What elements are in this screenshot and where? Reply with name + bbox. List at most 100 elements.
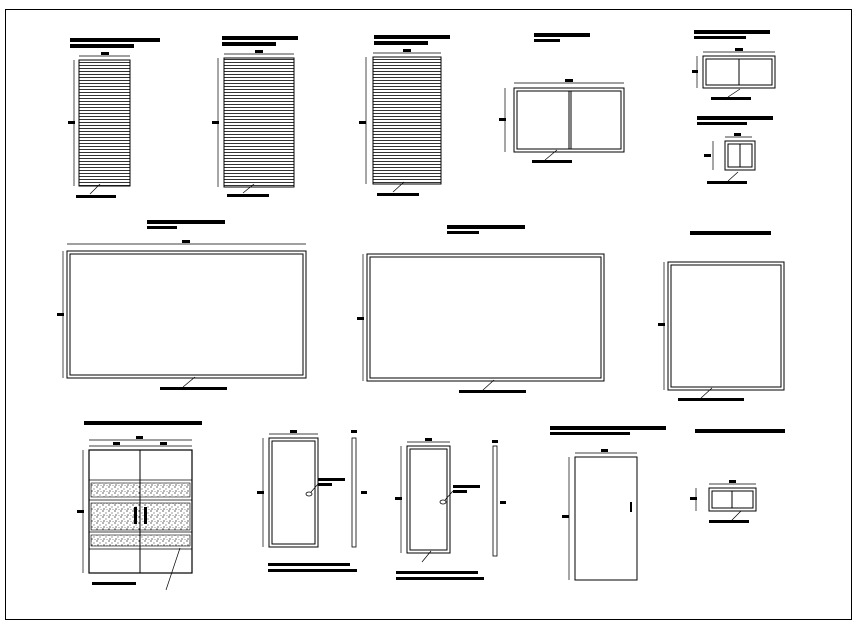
leader-10: [165, 547, 181, 591]
glass-frame-inner-9: [670, 264, 782, 388]
dimension-left-4-label: [499, 118, 506, 121]
tag-9: [678, 398, 744, 401]
dimension-left-1: [68, 60, 75, 186]
title-bar-4a: [534, 33, 590, 37]
title-bar-1a: [70, 38, 160, 42]
tag-2: [227, 194, 269, 197]
dimension-left-6-label: [704, 154, 711, 157]
fixed-glass-panel-3: [658, 231, 785, 401]
louver-panel-1: [78, 59, 131, 187]
leader-7: [182, 376, 196, 388]
dimension-left-9-label: [658, 323, 665, 326]
door-knob-11: [305, 491, 313, 497]
dimension-left-12-label: [395, 497, 402, 500]
leader-12: [421, 550, 432, 563]
dimension-top-12-label: [425, 438, 432, 441]
flush-door-1: [257, 430, 367, 572]
knob-leader-12: [444, 490, 454, 501]
tag-12a: [396, 571, 478, 574]
dimension-top-13-label: [601, 449, 608, 452]
tag-1: [76, 195, 116, 198]
tag-11a: [268, 563, 350, 566]
dimension-left-2-label: [212, 121, 219, 124]
tag-11b: [268, 569, 357, 572]
leader-14: [731, 510, 742, 521]
title-bar-13a: [550, 426, 666, 430]
tag-14: [709, 520, 749, 523]
leader-9: [700, 387, 713, 399]
title-bar-2a: [222, 36, 298, 40]
dimension-top-1: [79, 52, 130, 57]
infill-band-3: [90, 534, 191, 547]
dimension-top-5-label: [735, 48, 743, 51]
louver-door-1: [68, 38, 160, 198]
dimension-top-4-label: [565, 79, 573, 82]
window-frame-outer-1: [513, 87, 625, 153]
louver-panel-2: [223, 57, 295, 188]
door-handle-left: [134, 507, 137, 524]
leader-5: [727, 88, 741, 98]
tag-4: [532, 160, 572, 163]
tag-5: [711, 97, 751, 100]
edge-dim-11: [351, 430, 357, 433]
dimension-left-10-label: [77, 510, 84, 513]
leader-4: [544, 149, 558, 161]
sliding-window-2: [692, 30, 776, 100]
knob-tag-12a: [453, 485, 480, 488]
dimension-left-8-label: [357, 317, 364, 320]
title-bar-8b: [447, 231, 479, 234]
double-door-assembly: [77, 421, 202, 591]
louver-door-2: [212, 36, 298, 197]
window-frame-outer-2: [702, 55, 776, 89]
fixed-glass-panel-2: [357, 225, 605, 393]
door-handle-13: [630, 502, 632, 512]
leader-6: [727, 171, 739, 182]
door-inner-11: [271, 440, 316, 545]
title-bar-3a: [374, 35, 450, 39]
title-bar-9: [690, 231, 771, 235]
dimension-top-10b-label-l: [113, 442, 120, 445]
title-bar-3b: [374, 41, 428, 45]
title-bar-8a: [447, 225, 525, 229]
edge-dim-12b: [500, 501, 506, 504]
window-frame-outer-14: [708, 487, 757, 512]
window-frame-outer-3: [724, 140, 756, 171]
dimension-top-7-label: [182, 240, 190, 243]
dimension-left-11-label: [257, 491, 264, 494]
title-bar-14: [695, 429, 785, 433]
title-bar-7a: [147, 220, 225, 224]
tag-10: [92, 582, 136, 585]
leader-2: [242, 183, 255, 194]
title-bar-5a: [694, 30, 770, 34]
sliding-window-3: [697, 116, 773, 184]
door-knob-12: [439, 499, 447, 505]
tag-8: [459, 390, 526, 393]
title-bar-2b: [222, 42, 276, 46]
glass-frame-outer-7: [66, 250, 307, 379]
glass-frame-outer-9: [667, 261, 785, 391]
title-bar-4b: [534, 39, 560, 42]
title-bar-7b: [147, 226, 177, 229]
title-bar-13b: [550, 432, 630, 435]
dimension-left-13-label: [562, 515, 569, 518]
door-edge-11: [351, 437, 357, 548]
knob-tag-11b: [318, 483, 332, 486]
infill-band-1: [90, 482, 191, 498]
dimension-top-3-label: [403, 49, 411, 52]
glass-frame-inner-8: [369, 256, 602, 379]
dimension-top-11-label: [290, 430, 297, 433]
edge-dim-11b: [361, 491, 367, 494]
door-outer-13: [574, 456, 638, 581]
fixed-glass-panel-1: [57, 220, 307, 390]
sliding-window-4: [690, 429, 785, 523]
door-edge-12: [492, 445, 498, 557]
dimension-left-7-label: [57, 313, 64, 316]
tag-12b: [396, 577, 484, 580]
dimension-top-10-label: [136, 436, 143, 439]
tag-3: [377, 193, 419, 196]
dimension-top-2-label: [255, 50, 263, 53]
tag-7: [160, 387, 227, 390]
leader-1: [89, 183, 101, 195]
dimension-top-6-label: [734, 133, 741, 136]
